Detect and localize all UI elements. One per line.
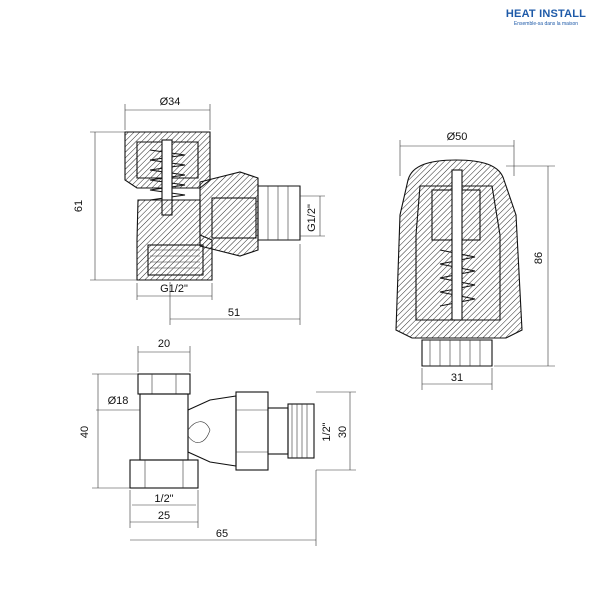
dim-ext-outlet-height: 30 bbox=[337, 426, 349, 438]
dim-ext-cap-diameter: Ø18 bbox=[108, 395, 129, 407]
brand-logo: HEAT INSTALL Ensemble-sa dans la maison bbox=[500, 8, 592, 34]
dim-valve-inlet-thread: G1/2" bbox=[160, 283, 188, 295]
dim-head-base: 31 bbox=[451, 372, 463, 384]
dim-valve-outlet-thread: G1/2" bbox=[306, 204, 318, 232]
thermo-head-section-view: Ø50 86 31 bbox=[395, 131, 555, 390]
valve-external-view: 20 Ø18 40 30 1/2" 1/2" 25 65 bbox=[79, 338, 356, 546]
dim-head-diameter: Ø50 bbox=[447, 131, 468, 143]
dim-ext-height: 40 bbox=[79, 426, 91, 438]
logo-tagline: Ensemble-sa dans la maison bbox=[513, 21, 579, 27]
logo-brand-text: HEAT INSTALL bbox=[505, 8, 587, 20]
dim-ext-width-top: 20 bbox=[158, 338, 170, 350]
dim-valve-length: 51 bbox=[228, 307, 240, 319]
dim-valve-top-diameter: Ø34 bbox=[160, 96, 181, 108]
dim-ext-inlet-thread: 1/2" bbox=[154, 493, 173, 505]
dim-ext-outlet-thread: 1/2" bbox=[321, 422, 333, 441]
valve-section-view: Ø34 61 G1/2" G1/2" 51 bbox=[73, 96, 325, 325]
dim-head-height: 86 bbox=[533, 252, 545, 264]
dim-ext-body-width: 25 bbox=[158, 510, 170, 522]
dim-ext-total-length: 65 bbox=[216, 528, 228, 540]
dim-valve-height: 61 bbox=[73, 200, 85, 212]
